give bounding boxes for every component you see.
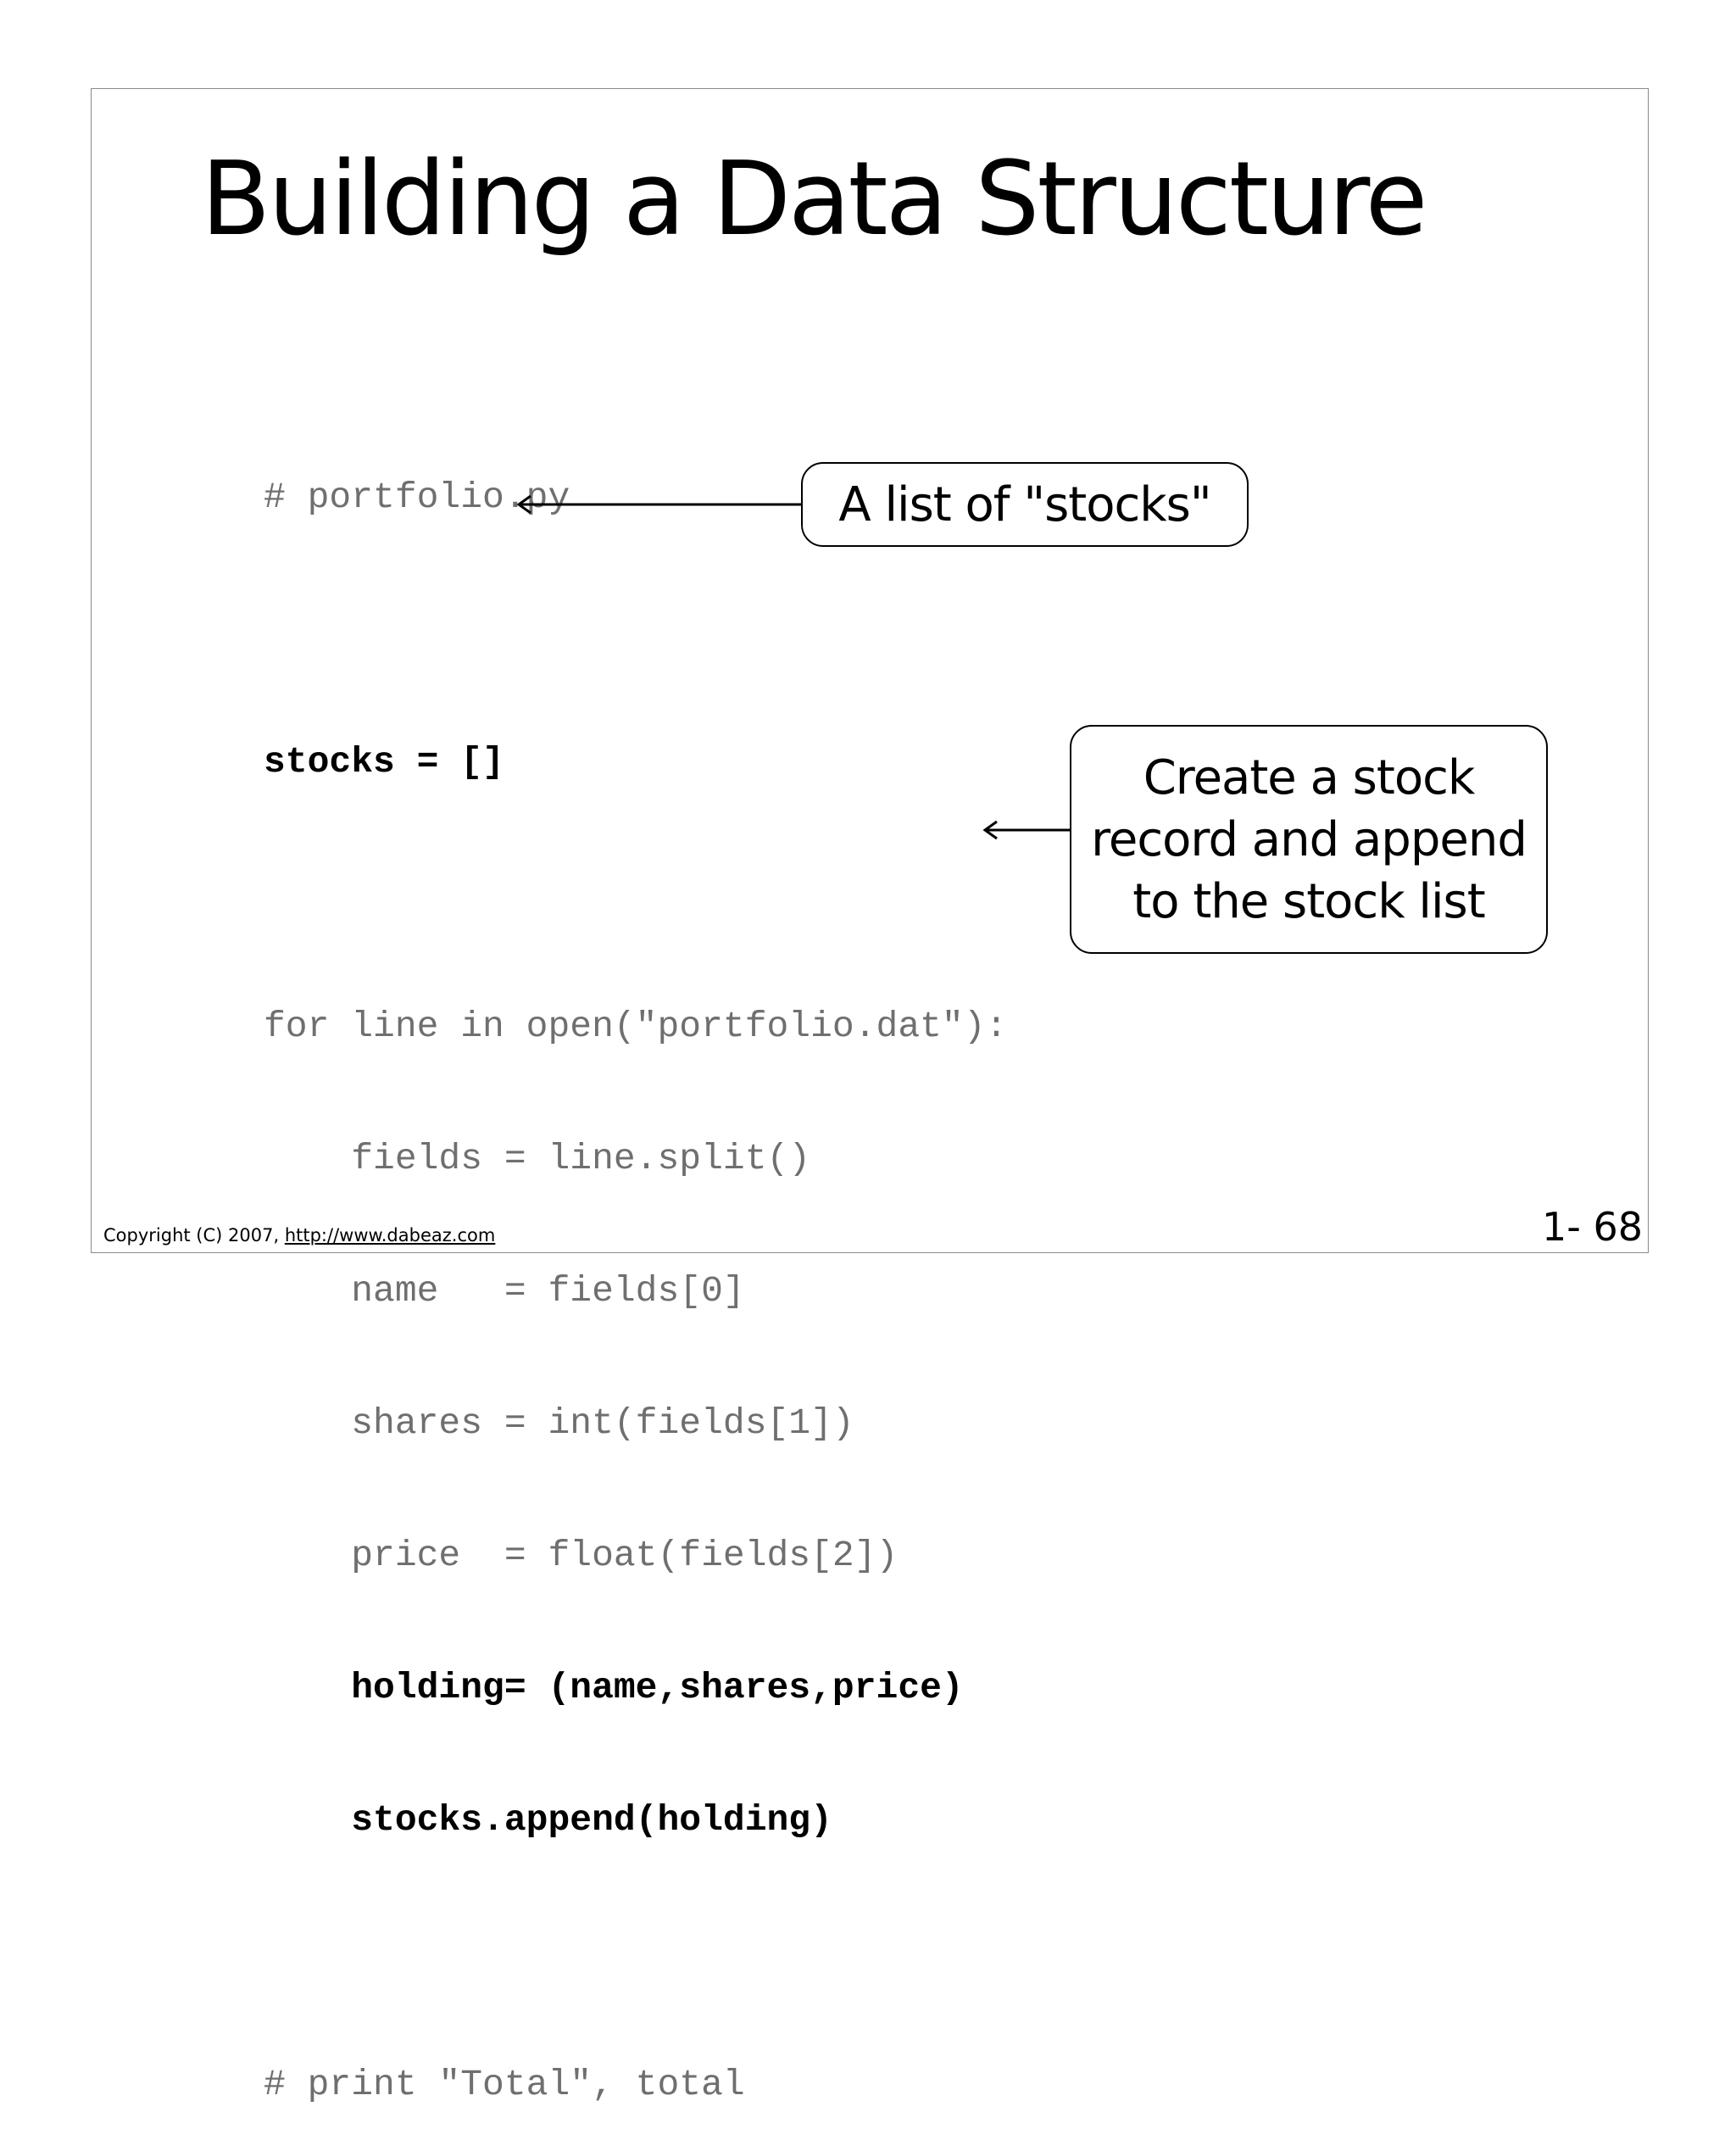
callout-record-line: Create a stock xyxy=(1143,750,1476,805)
slide-number: 1- 68 xyxy=(1541,1204,1643,1250)
callout-list-of-stocks: A list of "stocks" xyxy=(801,462,1249,547)
callout-record-line: record and append xyxy=(1091,811,1527,867)
copyright-text: Copyright (C) 2007, xyxy=(103,1225,280,1245)
code-line: fields = line.split() xyxy=(264,1138,811,1179)
code-line: for line in open("portfolio.dat"): xyxy=(264,1006,1008,1047)
code-line: shares = int(fields[1]) xyxy=(264,1402,854,1444)
footer-copyright: Copyright (C) 2007, http://www.dabeaz.co… xyxy=(103,1225,495,1245)
callout-record-line: to the stock list xyxy=(1132,873,1485,929)
callout-create-record: Create a stock record and append to the … xyxy=(1070,725,1548,954)
code-line: stocks.append(holding) xyxy=(264,1799,832,1841)
arrow-record-callout xyxy=(982,820,1071,840)
code-line: name = fields[0] xyxy=(264,1270,745,1312)
code-line: stocks = [] xyxy=(264,741,504,783)
code-line: holding= (name,shares,price) xyxy=(264,1667,964,1708)
code-block: # portfolio.py stocks = [] for line in o… xyxy=(264,387,1007,2151)
arrow-list-callout xyxy=(516,494,804,515)
code-line: # print "Total", total xyxy=(264,2064,745,2105)
code-line: price = float(fields[2]) xyxy=(264,1535,899,1576)
slide-frame xyxy=(91,88,1649,1253)
code-line xyxy=(264,1931,1007,1975)
website-link[interactable]: http://www.dabeaz.com xyxy=(284,1225,496,1245)
code-line xyxy=(264,608,1007,652)
slide-title: Building a Data Structure xyxy=(201,141,1428,259)
code-line xyxy=(264,872,1007,917)
